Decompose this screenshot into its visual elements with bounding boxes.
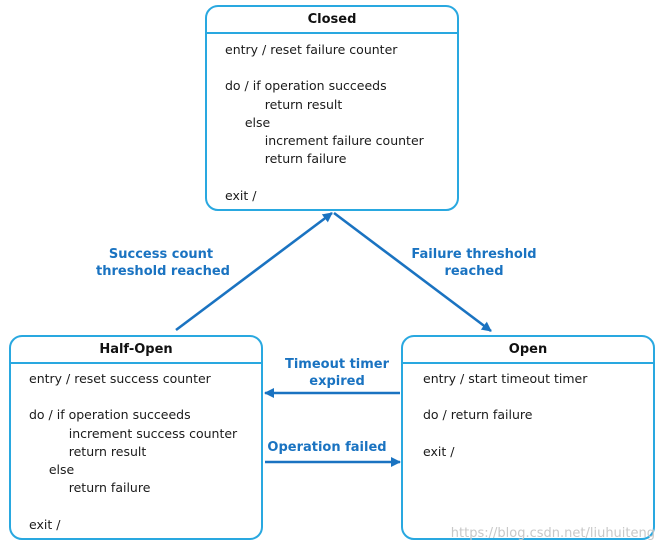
state-open: Open entry / start timeout timer do / re…: [401, 335, 655, 540]
arrow-halfopen-to-closed: [175, 211, 333, 332]
state-line: exit /: [423, 443, 455, 459]
state-line: [225, 168, 457, 186]
state-line: increment success counter: [29, 425, 238, 441]
state-closed-body: entry / reset failure counter do / if op…: [207, 34, 457, 205]
state-line: else: [29, 461, 75, 477]
state-line: return result: [225, 96, 343, 112]
state-closed-title: Closed: [207, 7, 457, 34]
state-line: do / if operation succeeds: [225, 78, 387, 94]
state-line: exit /: [29, 516, 61, 532]
state-open-body: entry / start timeout timer do / return …: [403, 364, 653, 461]
state-line: [423, 388, 653, 406]
state-half-open: Half-Open entry / reset success counter …: [9, 335, 263, 540]
transition-label-line: expired: [309, 374, 365, 389]
state-line: [29, 388, 261, 406]
transition-label-success: Success count threshold reached: [96, 246, 230, 280]
transition-label-line: Timeout timer: [284, 357, 390, 372]
state-line: return failure: [225, 151, 347, 167]
state-line: exit /: [225, 187, 257, 203]
state-line: entry / reset success counter: [29, 371, 211, 386]
state-line: [29, 497, 261, 515]
arrow-closed-to-open: [333, 211, 492, 333]
transition-label-line: Operation failed: [267, 440, 387, 455]
state-line: increment failure counter: [225, 132, 424, 148]
state-half-open-body: entry / reset success counter do / if op…: [11, 364, 261, 534]
transition-label-line: Success count: [108, 247, 214, 262]
transition-label-failure: Failure threshold reached: [405, 246, 543, 280]
state-line: return result: [29, 443, 147, 459]
state-line: do / return failure: [423, 407, 533, 423]
transition-label-line: Failure threshold: [411, 247, 537, 262]
state-line: [423, 425, 653, 443]
state-line: return failure: [29, 480, 151, 496]
transition-label-operation-failed: Operation failed: [264, 439, 390, 456]
transition-label-line: reached: [444, 264, 504, 279]
state-line: entry / reset failure counter: [225, 42, 398, 57]
state-line: [225, 59, 457, 77]
state-half-open-title: Half-Open: [11, 337, 261, 364]
transition-label-timeout: Timeout timer expired: [278, 356, 396, 390]
watermark: https://blog.csdn.net/liuhuiteng: [450, 526, 655, 541]
state-open-title: Open: [403, 337, 653, 364]
state-line: do / if operation succeeds: [29, 407, 191, 423]
state-closed: Closed entry / reset failure counter do …: [205, 5, 459, 211]
transition-label-line: threshold reached: [96, 264, 230, 279]
state-line: else: [225, 114, 271, 130]
state-line: entry / start timeout timer: [423, 371, 588, 386]
